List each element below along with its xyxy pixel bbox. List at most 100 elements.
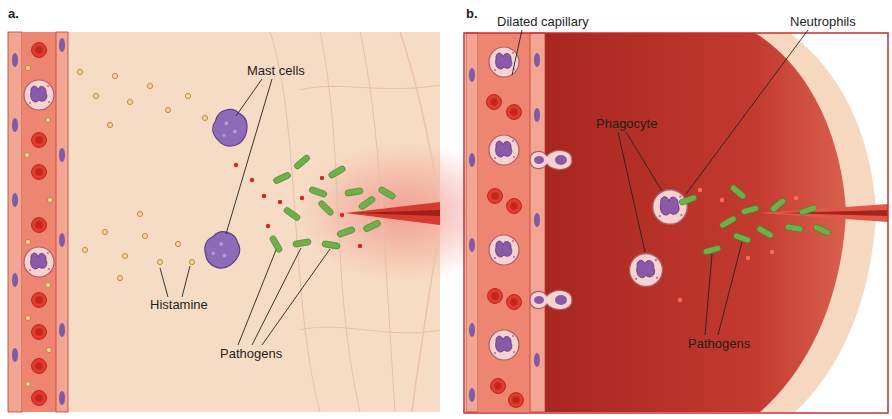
pathogen xyxy=(293,154,311,170)
wall-nucleus xyxy=(59,38,65,52)
engulfed-pathogen xyxy=(679,194,698,206)
capillary-wall xyxy=(56,32,68,412)
callout-label: Mast cells xyxy=(247,63,305,78)
signal-dot xyxy=(300,196,304,200)
capillary-wall xyxy=(8,32,22,412)
pathogen xyxy=(785,223,804,232)
histamine-granule xyxy=(147,83,152,88)
pathogen xyxy=(345,187,364,196)
histamine-granule xyxy=(157,259,162,264)
skin-fiber xyxy=(300,85,440,90)
histamine-granule xyxy=(175,241,180,246)
wall-nucleus xyxy=(534,213,540,227)
wall-nucleus xyxy=(469,388,475,402)
signal-dot xyxy=(358,244,362,248)
signal-dot xyxy=(278,200,282,204)
skin-fiber xyxy=(320,32,360,412)
figure-panel: b. xyxy=(462,0,890,414)
wound-core xyxy=(352,210,440,216)
phagocyte xyxy=(630,254,663,287)
pathogen xyxy=(328,165,347,179)
signal-dot xyxy=(262,194,266,198)
signal-dot xyxy=(234,163,238,167)
red-blood-cell xyxy=(32,359,47,374)
neutrophil xyxy=(24,247,54,277)
histamine-granule xyxy=(25,65,30,70)
red-blood-cell xyxy=(32,325,47,340)
pathogen xyxy=(729,184,747,200)
mast-cell xyxy=(213,110,247,147)
red-blood-cell xyxy=(32,43,47,58)
neutrophil xyxy=(489,135,519,165)
wall-nucleus xyxy=(59,148,65,162)
histamine-granule xyxy=(122,253,127,258)
red-blood-cell xyxy=(32,391,47,406)
pathogen xyxy=(741,205,760,215)
pathogen xyxy=(322,240,341,249)
histamine-granule xyxy=(142,233,147,238)
capillary-lumen xyxy=(478,33,530,412)
leader-lines xyxy=(160,30,808,345)
leader-line xyxy=(718,242,742,335)
wall-nucleus xyxy=(534,353,540,367)
capillary-wall xyxy=(530,33,545,412)
pathogen xyxy=(309,186,328,198)
panel-letter: a. xyxy=(8,6,19,21)
capillary-wall xyxy=(466,33,478,412)
callout-label: Dilated capillary xyxy=(497,14,589,29)
histamine-granule xyxy=(47,197,52,202)
leader-line xyxy=(160,268,168,297)
callout-label: Histamine xyxy=(150,297,208,312)
skin-fiber xyxy=(300,327,440,333)
histamine-granule xyxy=(25,239,30,244)
histamine-granule xyxy=(77,69,82,74)
histamine-granule xyxy=(117,275,122,280)
signal-dot xyxy=(340,213,344,217)
histamine-granule xyxy=(137,211,142,216)
leader-line xyxy=(226,79,272,234)
wall-nucleus xyxy=(534,108,540,122)
leader-line xyxy=(236,79,262,116)
mast-cell xyxy=(198,225,246,274)
panel-letter: b. xyxy=(466,6,478,21)
wall-nucleus xyxy=(469,153,475,167)
histamine-granule xyxy=(202,115,207,120)
histamine-granule xyxy=(189,259,194,264)
red-blood-cell xyxy=(491,379,506,394)
migrating-neutrophil xyxy=(530,150,572,169)
callout-label: Pathogens xyxy=(220,346,282,361)
leader-line xyxy=(182,266,190,297)
histamine-granule xyxy=(185,93,190,98)
histamine-granule xyxy=(25,381,30,386)
histamine-granule xyxy=(45,282,50,287)
callout-label: Pathogens xyxy=(688,336,750,351)
histamine-granule xyxy=(165,107,170,112)
signal-dot xyxy=(770,250,774,254)
wall-nucleus xyxy=(12,273,18,287)
pathogen xyxy=(337,226,356,238)
red-blood-cell xyxy=(488,289,503,304)
histamine-granule xyxy=(82,247,87,252)
wall-nucleus xyxy=(469,323,475,337)
red-blood-cell xyxy=(487,95,502,110)
red-blood-cell xyxy=(507,199,522,214)
histamine-granule xyxy=(24,152,29,157)
leader-line xyxy=(686,30,808,194)
pathogen xyxy=(769,197,787,213)
signal-dot xyxy=(794,196,798,200)
leader-line xyxy=(252,248,301,345)
neutrophil xyxy=(489,330,519,360)
pathogen xyxy=(283,206,301,221)
leader-line xyxy=(705,254,712,335)
pathogen xyxy=(378,186,397,200)
histamine-granule xyxy=(102,229,107,234)
pathogen xyxy=(719,215,738,229)
pathogen xyxy=(813,223,832,236)
pathogen xyxy=(363,219,382,232)
pathogen xyxy=(703,245,722,255)
leader-line xyxy=(618,132,645,252)
signal-dot xyxy=(746,256,750,260)
wall-nucleus xyxy=(59,391,65,405)
